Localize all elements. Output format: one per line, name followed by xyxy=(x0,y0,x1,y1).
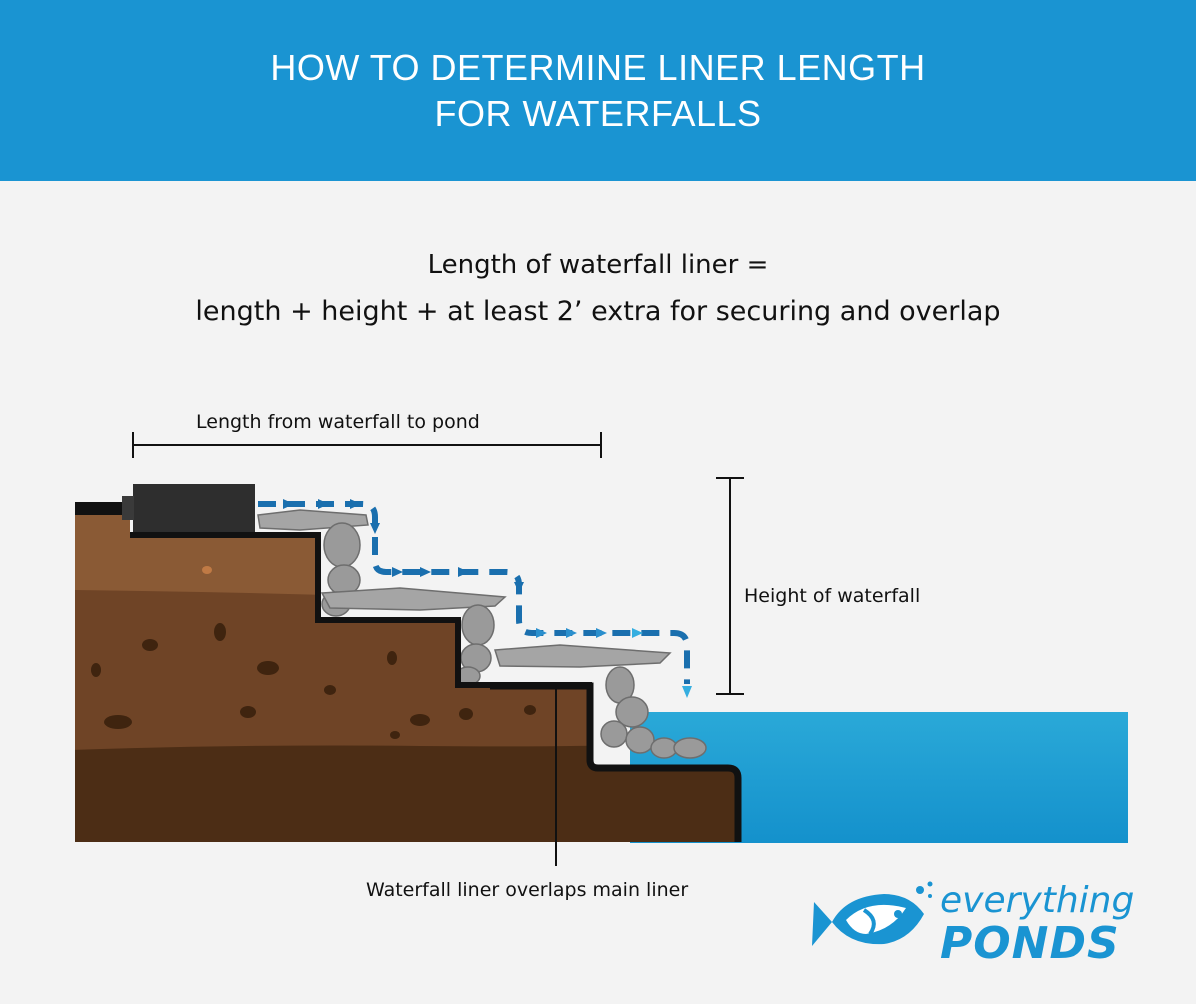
height-label: Height of waterfall xyxy=(744,585,921,607)
length-label: Length from waterfall to pond xyxy=(196,411,480,433)
waterfall-liner xyxy=(130,532,592,688)
overlap-label: Waterfall liner overlaps main liner xyxy=(366,879,689,901)
formula-heading: Length of waterfall liner = xyxy=(427,250,769,280)
page-title-line-2: FOR WATERFALLS xyxy=(434,92,762,134)
spillway-flange xyxy=(122,496,134,520)
logo-word-ponds: PONDS xyxy=(940,918,1120,969)
soil-layers xyxy=(75,513,740,842)
flow-arrows xyxy=(258,501,690,684)
height-dimension xyxy=(716,477,744,695)
ground-edge xyxy=(75,502,133,515)
main-liner xyxy=(490,682,742,842)
formula-expression: length + height + at least 2’ extra for … xyxy=(195,296,1001,327)
arrow-heads xyxy=(283,499,692,698)
header-banner: HOW TO DETERMINE LINER LENGTH FOR WATERF… xyxy=(0,0,1196,181)
logo-word-everything: everything xyxy=(940,880,1135,921)
page-title-line-1: HOW TO DETERMINE LINER LENGTH xyxy=(270,46,926,88)
brand-logo[interactable]: everything PONDS xyxy=(806,880,1166,980)
length-dimension xyxy=(132,432,602,458)
spillway-box xyxy=(133,484,255,532)
fish-icon xyxy=(812,881,933,946)
rocks xyxy=(257,509,707,759)
